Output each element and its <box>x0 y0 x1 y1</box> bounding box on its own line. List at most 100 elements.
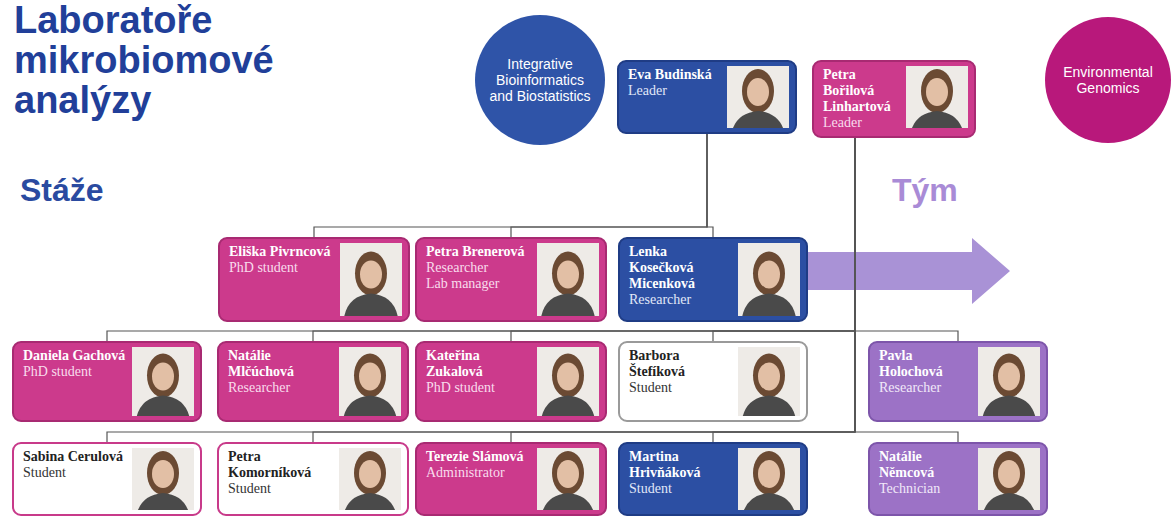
text-column: Integrative Bioinformatics and Biostatis… <box>488 56 592 104</box>
person-role: PhD student <box>23 364 129 380</box>
person-role: Technician <box>879 481 975 497</box>
person-card: Petra BrenerováResearcherLab manager <box>415 237 607 322</box>
text-column: Terezie SlámováAdministrator <box>426 449 534 481</box>
portrait-photo <box>738 347 800 416</box>
person-name: Daniela Gachová <box>23 348 129 364</box>
text-column: Natálie NěmcováTechnician <box>879 449 975 497</box>
photo-face <box>557 363 579 391</box>
photo-hair <box>753 252 785 296</box>
circle-shape <box>1045 17 1171 143</box>
photo-hair <box>993 451 1025 495</box>
person-card: Eva BudinskáLeader <box>617 60 797 134</box>
photo-shoulders <box>982 396 1036 417</box>
person-role: Researcher <box>879 380 975 396</box>
person-name: Petra Brenerová <box>426 244 534 260</box>
person-card: Pavla HolochováResearcher <box>868 341 1048 422</box>
portrait-photo <box>339 347 401 416</box>
person-name: Kateřina Zukalová <box>426 348 534 380</box>
portrait-photo <box>537 347 599 416</box>
tree-connector <box>314 134 707 237</box>
person-card: Sabina CerulováStudent <box>12 442 202 516</box>
section-heading: Stáže <box>20 172 104 209</box>
photo-face <box>152 363 174 391</box>
person-card: Martina HrivňákováStudent <box>618 442 808 516</box>
photo-ground <box>340 243 402 316</box>
photo-ground <box>978 347 1040 416</box>
group-name: Environmental Genomics <box>1056 64 1160 96</box>
portrait-photo <box>132 448 194 510</box>
person-role: Student <box>629 481 735 497</box>
photo-hair <box>753 354 785 398</box>
person-card: Petra KomorníkováStudent <box>217 442 409 516</box>
portrait-photo <box>340 243 402 316</box>
text-column: Environmental Genomics <box>1056 64 1160 96</box>
text-column: Lenka Kosečková MicenkováResearcher <box>629 244 735 308</box>
text-column: Pavla HolochováResearcher <box>879 348 975 396</box>
portrait-photo <box>738 448 800 510</box>
person-name: Sabina Cerulová <box>23 449 129 465</box>
person-role: PhD student <box>229 260 337 276</box>
person-name: Petra Bořilová Linhartová <box>823 67 903 115</box>
person-name: Eliška Pivrncová <box>229 244 337 260</box>
photo-ground <box>132 347 194 416</box>
photo-face <box>359 460 381 488</box>
person-role: Lab manager <box>426 276 534 292</box>
text-column: Natálie MlčúchováResearcher <box>228 348 336 396</box>
tree-connector <box>707 134 713 237</box>
portrait-photo <box>727 66 789 128</box>
photo-hair <box>147 354 179 398</box>
text-column: Petra BrenerováResearcherLab manager <box>426 244 534 292</box>
photo-shoulders <box>541 493 595 510</box>
photo-ground <box>537 448 599 510</box>
person-card: Natálie NěmcováTechnician <box>868 442 1048 516</box>
person-card: Lenka Kosečková MicenkováResearcher <box>618 237 808 322</box>
photo-shoulders <box>742 493 796 510</box>
photo-face <box>152 460 174 488</box>
person-name: Pavla Holochová <box>879 348 975 380</box>
photo-shoulders <box>344 294 398 317</box>
person-role: Student <box>23 465 129 481</box>
person-name: Eva Budinská <box>628 67 724 83</box>
photo-ground <box>339 448 401 510</box>
photo-ground <box>738 347 800 416</box>
photo-hair <box>552 354 584 398</box>
photo-shoulders <box>982 493 1036 510</box>
person-card: Terezie SlámováAdministrator <box>415 442 607 516</box>
tree-connector <box>511 138 855 442</box>
portrait-photo <box>132 347 194 416</box>
tree-connector <box>313 138 855 442</box>
photo-face <box>998 363 1020 391</box>
photo-face <box>557 460 579 488</box>
text-column: Petra KomorníkováStudent <box>228 449 336 497</box>
photo-shoulders <box>541 396 595 417</box>
photo-hair <box>355 252 387 296</box>
photo-hair <box>354 451 386 495</box>
photo-hair <box>147 451 179 495</box>
text-column: Daniela GachováPhD student <box>23 348 129 380</box>
person-role: Researcher <box>228 380 336 396</box>
person-name: Martina Hrivňáková <box>629 449 735 481</box>
photo-hair <box>742 69 774 113</box>
photo-hair <box>552 252 584 296</box>
photo-face <box>998 460 1020 488</box>
photo-face <box>926 78 948 106</box>
photo-ground <box>132 448 194 510</box>
person-card: Barbora ŠtefíkováStudent <box>618 341 808 422</box>
text-column: Petra Bořilová LinhartováLeader <box>823 67 903 131</box>
photo-ground <box>537 347 599 416</box>
portrait-photo <box>339 448 401 510</box>
person-card: Petra Bořilová LinhartováLeader <box>812 60 976 138</box>
group-circle: Integrative Bioinformatics and Biostatis… <box>474 14 606 146</box>
photo-ground <box>738 448 800 510</box>
text-column: Sabina CerulováStudent <box>23 449 129 481</box>
photo-ground <box>339 347 401 416</box>
person-role: Student <box>228 481 336 497</box>
person-role: Leader <box>628 83 724 99</box>
photo-shoulders <box>136 493 190 510</box>
portrait-photo <box>906 66 968 128</box>
person-name: Barbora Štefíková <box>629 348 735 380</box>
person-name: Natálie Mlčúchová <box>228 348 336 380</box>
text-column: Barbora ŠtefíkováStudent <box>629 348 735 396</box>
text-column: Kateřina ZukalováPhD student <box>426 348 534 396</box>
portrait-photo <box>738 243 800 316</box>
